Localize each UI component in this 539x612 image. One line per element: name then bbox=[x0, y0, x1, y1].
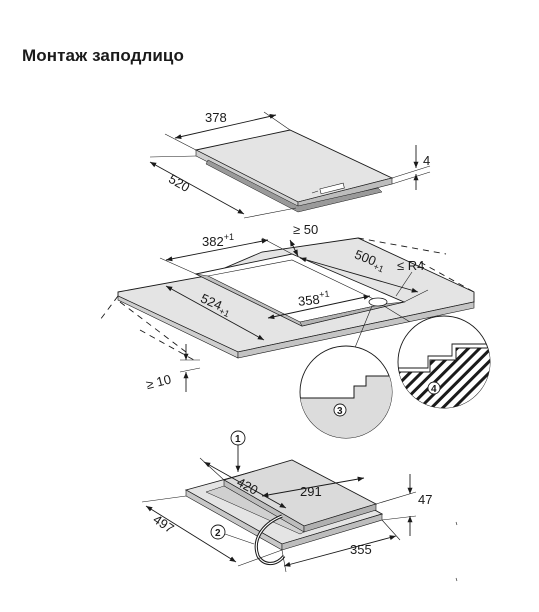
detail-circle-4: 4 bbox=[397, 315, 491, 409]
callout-4-number: 4 bbox=[431, 384, 437, 395]
callout-1-number: 1 bbox=[235, 434, 241, 445]
callout-2-number: 2 bbox=[215, 528, 221, 539]
top-depth-label: 291 bbox=[300, 484, 322, 499]
hob-depth-label: 520 bbox=[166, 171, 192, 195]
page-title: Монтаж заподлицо bbox=[22, 46, 184, 65]
base-width-label: 355 bbox=[350, 542, 372, 557]
rebate-width-value: 382 bbox=[202, 234, 224, 249]
rebate-width-tolerance: +1 bbox=[224, 232, 234, 242]
base-depth-label: 497 bbox=[150, 512, 176, 537]
cut-width-label: 358+1 bbox=[297, 289, 331, 309]
cut-width-value: 358 bbox=[297, 292, 320, 309]
hob-drawing bbox=[194, 129, 394, 213]
cut-width-tolerance: +1 bbox=[319, 289, 330, 300]
cut-depth-tolerance: +1 bbox=[217, 306, 230, 319]
radius-label: ≤ R4 bbox=[397, 258, 424, 273]
detail-circle-3: 3 bbox=[299, 345, 393, 439]
rebate-width-label: 382+1 bbox=[202, 232, 234, 249]
clearance-label: ≥ 50 bbox=[293, 222, 318, 237]
height-label: 47 bbox=[418, 492, 432, 507]
callout-3-number: 3 bbox=[337, 406, 343, 417]
hob-thickness-label: 4 bbox=[423, 153, 430, 168]
hob-width-label: 378 bbox=[205, 110, 227, 125]
rebate-depth-tolerance: +1 bbox=[372, 261, 385, 274]
worktop-min-label: ≥ 10 bbox=[144, 372, 172, 393]
